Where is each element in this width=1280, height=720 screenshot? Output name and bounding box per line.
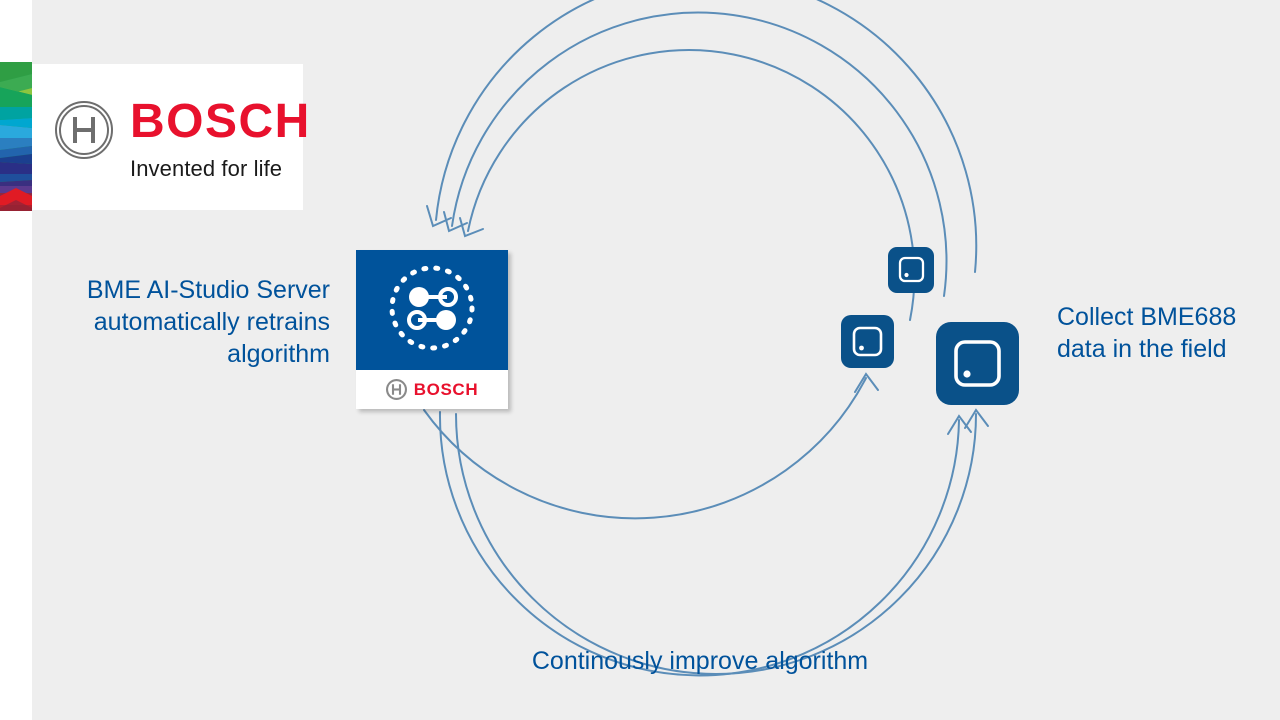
ai-network-icon xyxy=(385,261,479,360)
bosch-logo-box: BOSCH Invented for life xyxy=(32,64,309,210)
sensor-chip-icon xyxy=(888,247,934,293)
server-card-footer: BOSCH xyxy=(356,370,508,409)
bme-ai-studio-server-card[interactable]: BOSCH xyxy=(356,250,508,409)
bosch-supergraphic xyxy=(0,62,32,211)
bosch-wordmark: BOSCH xyxy=(130,95,311,148)
bosch-logo: BOSCH Invented for life xyxy=(54,92,309,184)
bosch-anchor-icon xyxy=(385,379,407,400)
card-bosch-wordmark: BOSCH xyxy=(413,380,479,399)
bosch-claim: Invented for life xyxy=(130,156,283,181)
bosch-anchor-icon xyxy=(54,100,114,160)
retrain-flow-arrows xyxy=(426,0,978,321)
label-continuous-improvement: Continously improve algorithm xyxy=(531,647,869,675)
label-collect-data: Collect BME688 data in the field xyxy=(1057,303,1237,363)
label-server-retrain: BME AI-Studio Server automatically retra… xyxy=(86,276,330,368)
server-card-icon-area xyxy=(356,250,508,370)
bme688-sensor-large[interactable] xyxy=(936,322,1019,405)
sensor-chip-icon xyxy=(841,315,894,368)
sensor-chip-icon xyxy=(936,322,1019,405)
bme688-sensor-small[interactable] xyxy=(888,247,934,293)
collect-flow-arrows xyxy=(423,372,989,677)
bme688-sensor-medium[interactable] xyxy=(841,315,894,368)
